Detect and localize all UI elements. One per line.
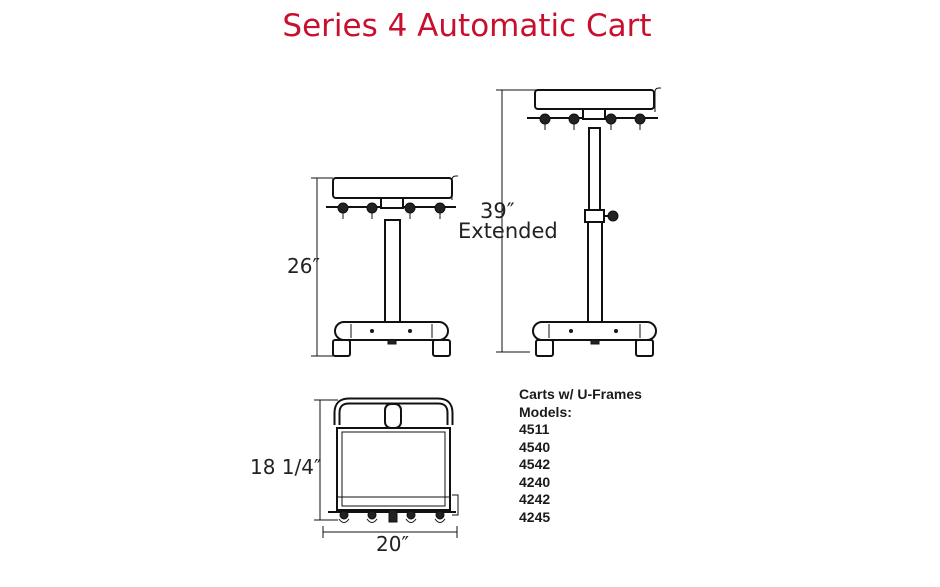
knob-2: [366, 202, 378, 214]
model-item: 4242: [519, 491, 551, 507]
center-clamp: [388, 509, 398, 523]
side-handle: [452, 494, 459, 516]
knob-top-3: [406, 510, 416, 520]
knob-ext-2: [568, 113, 580, 125]
tray-bracket-ext: [582, 108, 606, 120]
models-list: Carts w/ U-Frames Models: 4511 4540 4542…: [519, 386, 642, 526]
knob-arc-4: [434, 518, 446, 523]
models-heading-2: Models:: [519, 403, 572, 420]
column-collar: [584, 209, 605, 223]
knob-ext-4: [634, 113, 646, 125]
tray-bracket: [380, 197, 404, 209]
base-bolt-2: [408, 329, 412, 333]
base-bolt-1: [370, 329, 374, 333]
tray-top-ext: [534, 89, 655, 110]
cart-extended-view: [496, 87, 661, 357]
knob-top-1: [339, 510, 349, 520]
center-post: [384, 403, 402, 429]
knob-3: [404, 202, 416, 214]
wheel-right-ext: [635, 339, 654, 357]
knob-ext-1: [539, 113, 551, 125]
model-item: 4511: [519, 421, 550, 437]
knob-ext-3: [605, 113, 617, 125]
column-upper: [588, 127, 601, 213]
wheel-left: [332, 339, 351, 357]
cart-top-view: [314, 397, 459, 538]
wheel-right: [432, 339, 451, 357]
knob-arc-1: [338, 518, 350, 523]
cart-short-view: [311, 175, 458, 357]
u-frame-highlight: [335, 399, 452, 425]
base: [334, 321, 449, 341]
knob-top-2: [367, 510, 377, 520]
base-foot: [387, 339, 397, 345]
base-bolt-ext-2: [614, 329, 618, 333]
wheel-left-ext: [535, 339, 554, 357]
base-foot-ext: [590, 339, 600, 345]
model-item: 4540: [519, 438, 551, 455]
knob-top-4: [435, 510, 445, 520]
column-lower: [587, 221, 603, 323]
base-bolt-ext-1: [569, 329, 573, 333]
knob-1: [337, 202, 349, 214]
dim-label-extended-height: 39″: [480, 199, 515, 223]
diagram-title: Series 4 Automatic Cart: [282, 8, 652, 44]
dim-label-depth: 18 1/4″: [250, 455, 322, 479]
model-item: 4245: [519, 508, 551, 525]
tray-body: [336, 427, 451, 511]
models-heading-1: Carts w/ U-Frames: [519, 386, 642, 402]
tray-handle-ext: [654, 87, 661, 112]
tray-inner: [341, 431, 446, 507]
dim-label-width: 20″: [376, 532, 409, 556]
model-item: 4542: [519, 456, 551, 472]
base-ext: [532, 321, 657, 341]
model-item: 4240: [519, 473, 551, 490]
tray-handle: [451, 175, 458, 200]
knob-arc-3: [405, 518, 417, 523]
knob-4: [434, 202, 446, 214]
dim-label-extended: Extended: [458, 219, 558, 243]
height-knob: [607, 210, 619, 222]
column: [384, 219, 401, 325]
dim-label-short-height: 26″: [287, 254, 320, 278]
tray-top: [332, 177, 453, 199]
knob-arc-2: [366, 518, 378, 523]
